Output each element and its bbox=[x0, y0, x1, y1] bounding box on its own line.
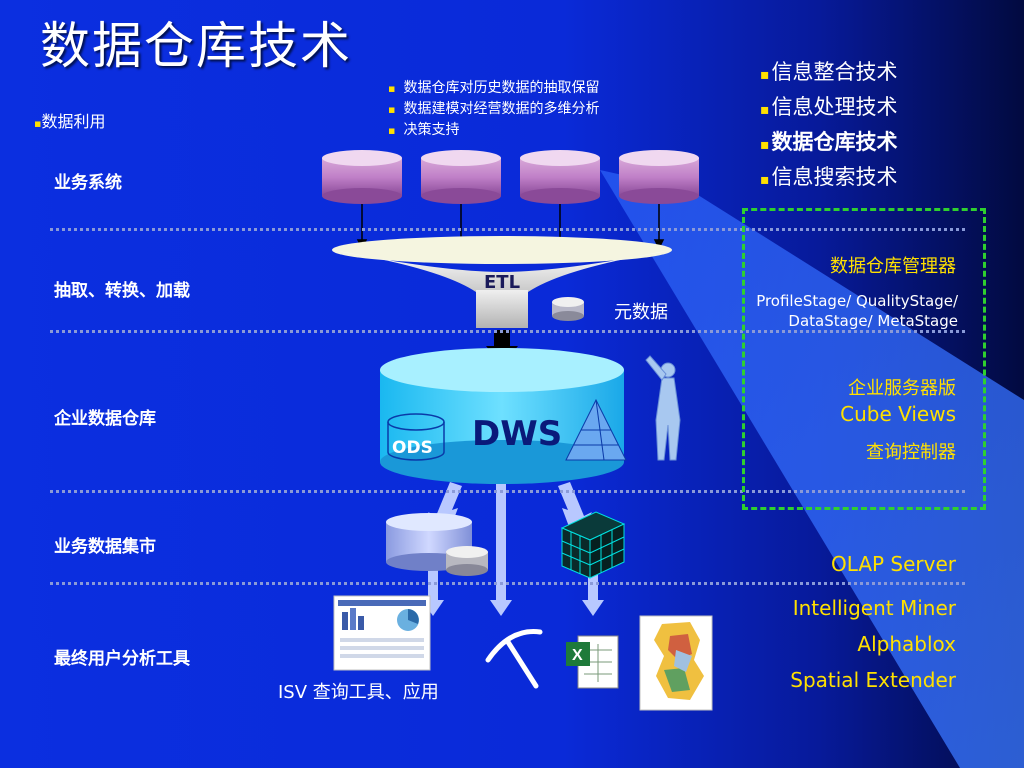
svg-text:X: X bbox=[572, 647, 583, 664]
right-bullet-item: 信息搜索技术 bbox=[760, 161, 898, 196]
stages-line-1: ProfileStage/ QualityStage/ bbox=[756, 292, 958, 310]
source-db-2 bbox=[421, 150, 501, 204]
pickaxe-icon bbox=[485, 629, 543, 689]
stages-line-2: DataStage/ MetaStage bbox=[788, 312, 958, 330]
top-bullet-item: 决策支持 bbox=[388, 120, 599, 141]
layer-end-user-tools: 最终用户分析工具 bbox=[54, 649, 190, 669]
person-figure bbox=[645, 355, 681, 461]
query-controller-label: 查询控制器 bbox=[866, 442, 956, 463]
spatial-extender-label: Spatial Extender bbox=[790, 668, 956, 692]
right-bullet-item: 信息整合技术 bbox=[760, 56, 898, 91]
layer-enterprise-dw: 企业数据仓库 bbox=[54, 409, 156, 429]
top-bullet-item: 数据建模对经营数据的多维分析 bbox=[388, 99, 599, 120]
dw-manager-label: 数据仓库管理器 bbox=[830, 256, 956, 277]
dws-label: DWS bbox=[472, 414, 563, 454]
right-bullet-list: 信息整合技术 信息处理技术 数据仓库技术 信息搜索技术 bbox=[760, 56, 898, 196]
source-db-4 bbox=[619, 150, 699, 204]
isv-report-thumbnail bbox=[333, 595, 431, 671]
source-db-3 bbox=[520, 150, 600, 204]
cube-views-label: Cube Views bbox=[840, 402, 956, 426]
top-bullet-item: 数据仓库对历史数据的抽取保留 bbox=[388, 78, 599, 99]
layer-data-mart: 业务数据集市 bbox=[54, 537, 156, 557]
metadata-label: 元数据 bbox=[614, 302, 668, 323]
top-bullet-list: 数据仓库对历史数据的抽取保留 数据建模对经营数据的多维分析 决策支持 bbox=[388, 78, 599, 141]
layer-divider bbox=[50, 490, 965, 493]
dws-cylinder bbox=[380, 348, 624, 484]
usage-label: 数据利用 bbox=[34, 108, 105, 132]
isv-tools-label: ISV 查询工具、应用 bbox=[278, 682, 439, 703]
right-bullet-item-highlighted: 数据仓库技术 bbox=[760, 126, 898, 161]
data-mart-cylinder bbox=[386, 513, 488, 576]
layer-divider bbox=[50, 228, 965, 231]
layer-business-system: 业务系统 bbox=[54, 173, 122, 193]
ods-cylinder bbox=[387, 413, 445, 461]
map-thumbnail bbox=[639, 615, 713, 711]
pyramid-icon bbox=[565, 398, 627, 461]
metadata-cylinder bbox=[552, 297, 584, 321]
source-db-1 bbox=[322, 150, 402, 204]
intelligent-miner-label: Intelligent Miner bbox=[792, 596, 956, 620]
dw-manager-box bbox=[742, 208, 986, 510]
olap-server-label: OLAP Server bbox=[830, 552, 956, 576]
excel-icon: X bbox=[566, 635, 619, 689]
etl-funnel bbox=[332, 236, 672, 328]
ods-label: ODS bbox=[392, 438, 433, 458]
enterprise-server-label: 企业服务器版 bbox=[848, 378, 956, 399]
layer-divider bbox=[50, 582, 965, 585]
layer-divider bbox=[50, 330, 965, 333]
right-bullet-item: 信息处理技术 bbox=[760, 91, 898, 126]
olap-cube-icon bbox=[560, 511, 626, 579]
layer-etl: 抽取、转换、加载 bbox=[54, 281, 190, 301]
alphablox-label: Alphablox bbox=[857, 632, 956, 656]
etl-label: ETL bbox=[484, 272, 521, 293]
page-title: 数据仓库技术 bbox=[40, 17, 352, 75]
